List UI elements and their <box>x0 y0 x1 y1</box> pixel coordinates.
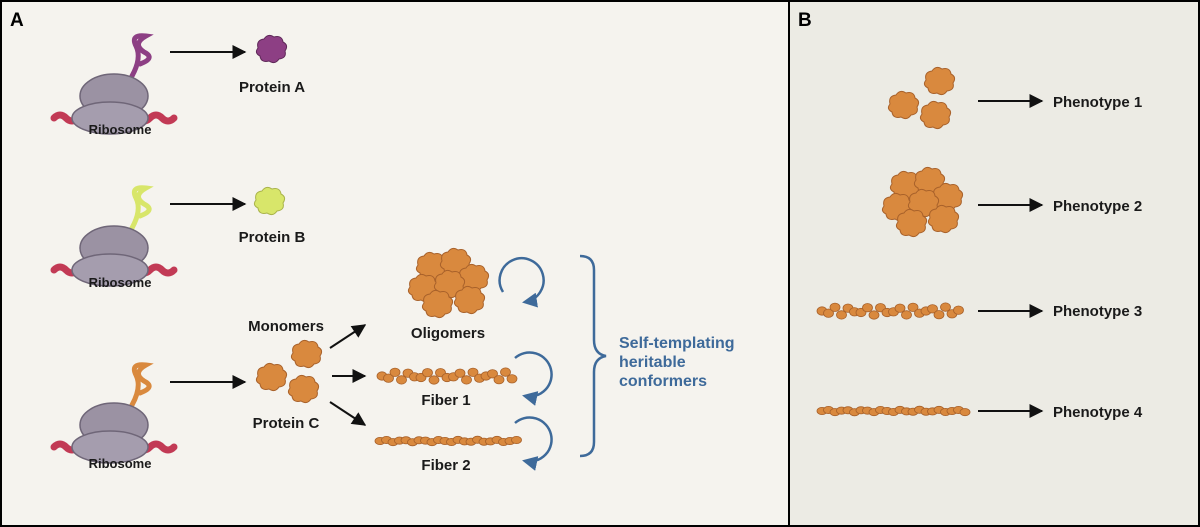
protein-a-blob <box>255 34 288 64</box>
fiber-segment <box>467 367 479 377</box>
fiber-segment <box>907 302 919 312</box>
fiber-segment <box>487 369 498 379</box>
nascent-chain-c <box>129 362 154 408</box>
protein-c-label: Protein C <box>253 415 320 432</box>
fiber-1 <box>376 367 518 385</box>
conformers-label-line3: conformers <box>619 373 707 390</box>
fiber-2-label: Fiber 2 <box>421 457 470 474</box>
phenotype-3-label: Phenotype 3 <box>1053 303 1142 320</box>
fiber-segment <box>862 303 873 313</box>
cycle-arrow-fiber1 <box>514 351 553 406</box>
ribosome-label-1: Ribosome <box>89 122 152 137</box>
fiber-segment <box>422 368 433 378</box>
fiber-segment <box>454 368 466 378</box>
phenotype-4-label: Phenotype 4 <box>1053 404 1143 421</box>
fiber-segment <box>493 375 505 385</box>
fiber-segment <box>933 310 945 320</box>
ribosome-3 <box>54 362 174 463</box>
fiber-segment <box>868 310 880 320</box>
fiber-segment <box>823 308 834 318</box>
fiber-segment <box>927 304 938 314</box>
panel-b-letter: B <box>798 10 812 31</box>
conformers-brace <box>579 254 607 458</box>
fiber-segment <box>901 310 912 320</box>
fiber-segment <box>940 302 951 312</box>
nascent-chain-a <box>129 33 154 79</box>
cycle-arrow-fiber2 <box>514 416 553 471</box>
phenotype-3-structure <box>816 302 964 320</box>
arrow-to-fiber2 <box>329 401 367 426</box>
protein-a-label: Protein A <box>239 79 305 96</box>
monomers-label: Monomers <box>248 318 324 335</box>
fiber-segment <box>829 302 841 312</box>
fiber-2 <box>374 435 522 447</box>
fiber-segment <box>506 374 518 384</box>
fiber-segment <box>894 303 906 313</box>
arrow-to-oligomers <box>329 324 367 349</box>
nascent-chain-b <box>129 185 154 231</box>
fiber-segment <box>511 435 522 444</box>
oligomers-label: Oligomers <box>411 325 485 342</box>
conformers-label-line1: Self-templating <box>619 335 735 352</box>
panel-b-frame <box>788 0 1200 527</box>
ribosome-1 <box>54 33 174 134</box>
phenotype-1-label: Phenotype 1 <box>1053 94 1142 111</box>
protein-b-blob <box>253 186 286 216</box>
fiber-segment <box>461 375 472 385</box>
ribosome-2 <box>54 185 174 286</box>
panel-a-letter: A <box>10 10 24 31</box>
phenotype-4-structure <box>816 405 971 417</box>
fiber-1-label: Fiber 1 <box>421 392 470 409</box>
fiber-segment <box>959 408 971 417</box>
conformers-label-line2: heritable <box>619 354 686 371</box>
fiber-segment <box>396 375 407 385</box>
fiber-segment <box>383 373 394 383</box>
protein-b-label: Protein B <box>239 229 306 246</box>
fiber-segment <box>428 375 440 385</box>
ribosome-label-2: Ribosome <box>89 275 152 290</box>
cycle-arrow-oligomers <box>498 257 545 308</box>
fiber-segment <box>836 310 847 320</box>
ribosome-label-3: Ribosome <box>89 456 152 471</box>
phenotype-2-label: Phenotype 2 <box>1053 198 1142 215</box>
fiber-segment <box>953 305 964 315</box>
fiber-segment <box>389 367 401 377</box>
fiber-segment <box>500 367 511 377</box>
